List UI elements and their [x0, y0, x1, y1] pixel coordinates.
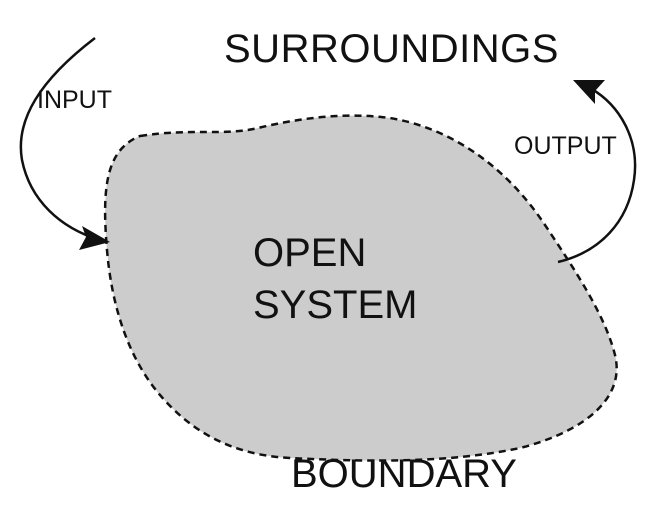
- input-label: INPUT: [37, 86, 112, 114]
- input-arrow: [19, 37, 101, 242]
- output-label: OUTPUT: [514, 132, 617, 160]
- open-system-label-line1: OPEN: [253, 231, 367, 275]
- open-system-label: OPEN SYSTEM: [253, 227, 417, 331]
- open-system-label-line2: SYSTEM: [253, 283, 418, 327]
- output-arrow: [557, 86, 637, 264]
- boundary-label: BOUNDARY: [291, 452, 517, 496]
- open-system-region: [103, 114, 618, 462]
- arrowhead-right-icon: [79, 226, 110, 250]
- arrowhead-up-left-icon: [573, 80, 605, 104]
- surroundings-label: SURROUNDINGS: [224, 27, 559, 71]
